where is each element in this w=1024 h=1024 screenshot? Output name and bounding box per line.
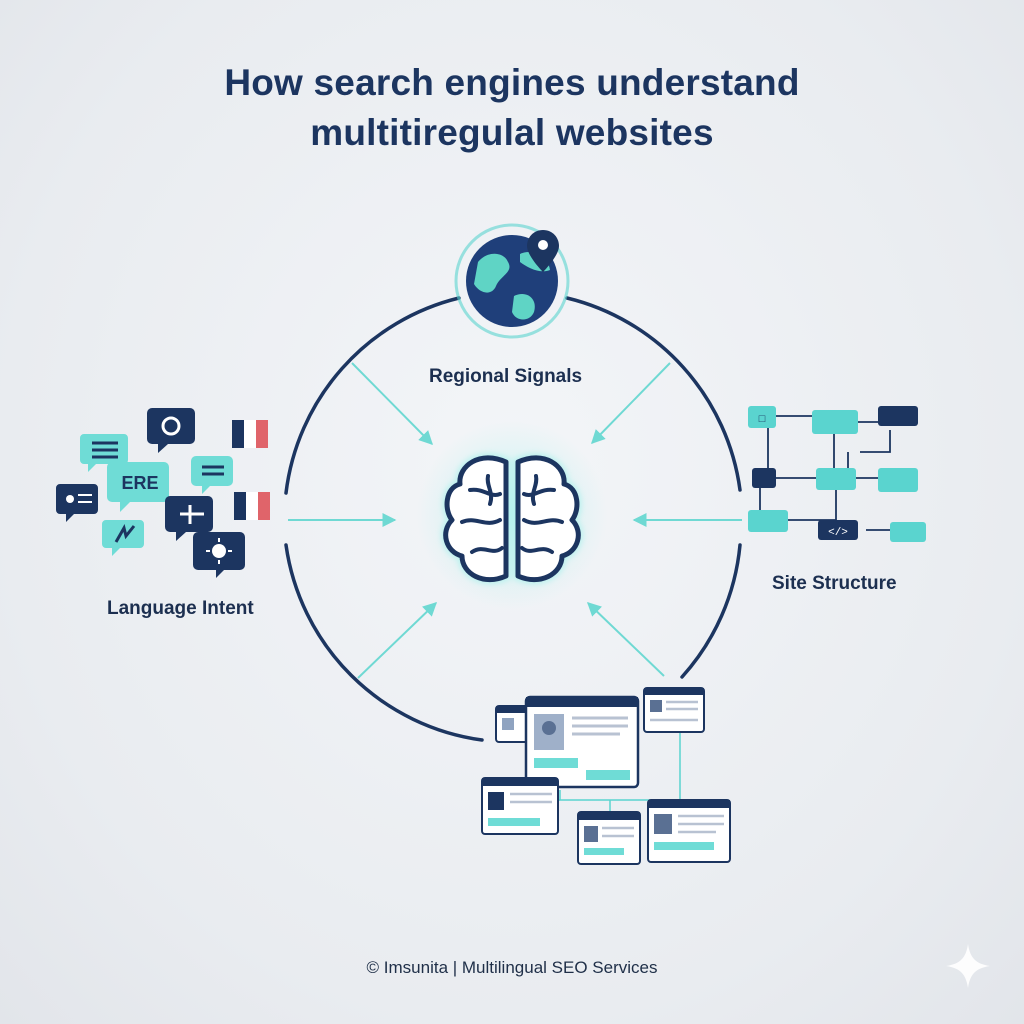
chat-bubble-icon: [147, 408, 195, 453]
webpage-windows-cluster: [481, 687, 731, 865]
browser-window-icon: [524, 695, 640, 789]
french-flag-icon: [232, 420, 268, 448]
browser-window-icon: [647, 799, 731, 863]
language-intent-cluster: ERE: [56, 408, 270, 578]
label-regional-signals: Regional Signals: [429, 366, 583, 387]
bubble-ere-text: ERE: [121, 473, 158, 493]
chat-bubble-icon: [193, 532, 245, 578]
cycle-circle: [284, 296, 742, 742]
code-icon: □: [748, 406, 776, 428]
browser-window-icon: [577, 811, 641, 865]
chat-bubble-icon: [191, 456, 233, 494]
title-line-1: How search engines understand: [224, 62, 800, 103]
browser-window-icon: [481, 777, 559, 835]
site-structure-diagram: □ </>: [748, 406, 926, 542]
svg-text:</>: </>: [828, 527, 848, 539]
code-icon: </>: [818, 520, 858, 540]
french-flag-icon: [234, 492, 270, 520]
label-site-structure: Site Structure: [772, 573, 897, 594]
signal-arrows: [288, 362, 742, 679]
chat-bubble-icon: [102, 520, 144, 556]
title-line-2: multitiregulal websites: [310, 112, 714, 153]
label-language-intent: Language Intent: [107, 598, 254, 619]
location-pin-icon: [527, 230, 559, 272]
footer-credit: © Imsunita | Multilingual SEO Services: [366, 958, 658, 977]
page-title: How search engines understand multitireg…: [0, 58, 1024, 158]
brain-icon: [417, 420, 607, 610]
chat-bubble-ere: ERE: [107, 462, 169, 512]
chat-bubble-icon: [165, 496, 213, 541]
sparkle-icon: [946, 944, 990, 988]
svg-text:□: □: [759, 414, 766, 426]
chat-bubble-icon: [56, 484, 98, 522]
browser-window-icon: [643, 687, 705, 733]
